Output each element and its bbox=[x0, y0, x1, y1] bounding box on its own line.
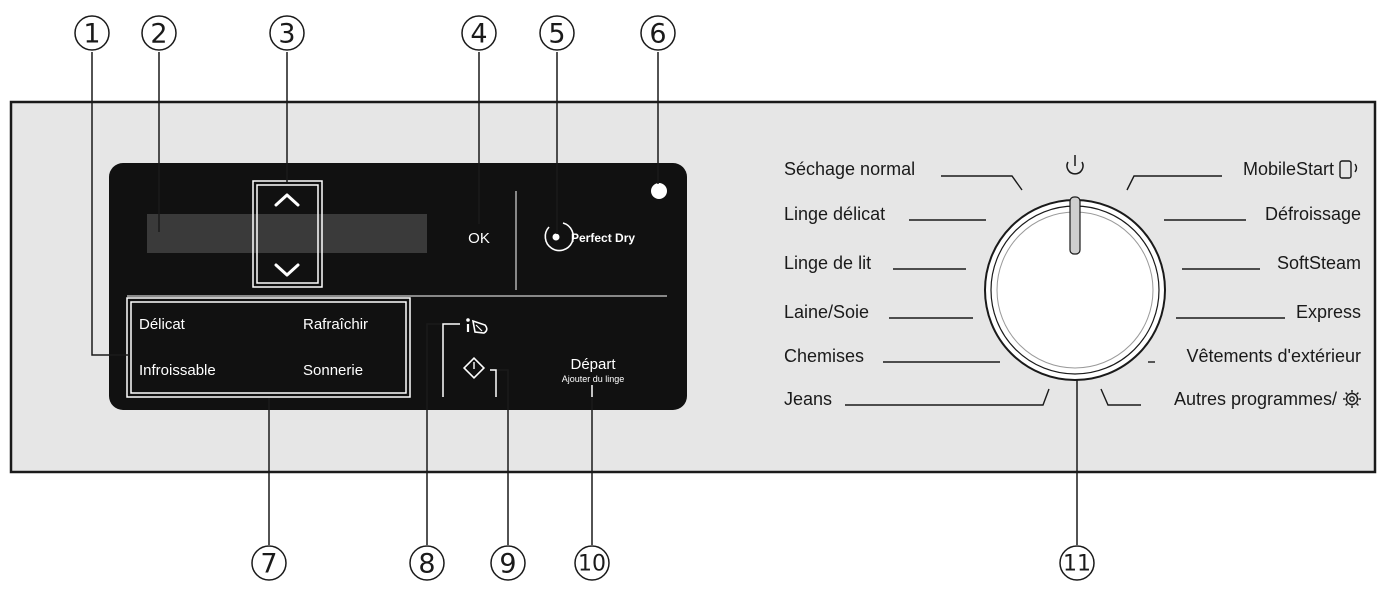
power-icon bbox=[1066, 155, 1084, 175]
option-rafraichir-button[interactable]: Rafraîchir bbox=[303, 316, 368, 333]
callout-6: 6 bbox=[649, 19, 666, 50]
arrow-down-button[interactable] bbox=[274, 263, 300, 277]
callout-5: 5 bbox=[548, 19, 565, 50]
program-sechage-normal[interactable]: Séchage normal bbox=[784, 159, 915, 179]
settings-gear-icon bbox=[1343, 390, 1361, 408]
callout-3: 3 bbox=[278, 19, 295, 50]
callout-1: 1 bbox=[83, 19, 100, 50]
mobile-start-icon bbox=[1339, 160, 1358, 179]
option-delicat-button[interactable]: Délicat bbox=[139, 316, 186, 333]
callout-4: 4 bbox=[470, 19, 487, 50]
reservoir-icon bbox=[466, 318, 488, 334]
chevron-up-icon bbox=[274, 193, 300, 207]
option-buttons-outer-frame bbox=[126, 297, 411, 398]
option-infroissable-button[interactable]: Infroissable bbox=[139, 362, 216, 379]
chevron-down-icon bbox=[274, 263, 300, 277]
option-sonnerie-button[interactable]: Sonnerie bbox=[303, 362, 363, 379]
perfect-dry-indicator: Perfect Dry bbox=[544, 222, 635, 252]
start-button[interactable] bbox=[462, 356, 486, 380]
display-window bbox=[147, 214, 427, 253]
callout-7: 7 bbox=[260, 549, 277, 580]
program-chemises[interactable]: Chemises bbox=[784, 346, 864, 366]
program-dial[interactable] bbox=[984, 196, 1166, 381]
indicator-led-icon bbox=[651, 183, 667, 199]
program-vetements-exterieur[interactable]: Vêtements d'extérieur bbox=[1186, 346, 1361, 366]
callout-11: 11 bbox=[1063, 552, 1091, 577]
program-linge-delicat[interactable]: Linge délicat bbox=[784, 204, 885, 224]
callout-10: 10 bbox=[578, 552, 606, 577]
program-mobilestart[interactable]: MobileStart bbox=[1243, 159, 1334, 179]
right-program-leaders bbox=[1100, 175, 1285, 406]
perfect-dry-label: Perfect Dry bbox=[571, 231, 635, 245]
program-defroissage[interactable]: Défroissage bbox=[1265, 204, 1361, 224]
callout-leader-lines bbox=[91, 52, 1078, 545]
start-label: Départ bbox=[570, 356, 616, 373]
program-softsteam[interactable]: SoftSteam bbox=[1277, 253, 1361, 273]
option-buttons-frame bbox=[130, 301, 407, 394]
ok-button[interactable]: OK bbox=[468, 230, 490, 247]
callout-8: 8 bbox=[418, 549, 435, 580]
program-express[interactable]: Express bbox=[1296, 302, 1361, 322]
callout-markers: 1 2 3 4 5 6 7 8 9 10 11 bbox=[74, 15, 1095, 581]
dial-pointer bbox=[1069, 196, 1081, 255]
callout-2: 2 bbox=[150, 19, 167, 50]
program-autres-programmes[interactable]: Autres programmes/ bbox=[1174, 389, 1337, 409]
start-sublabel: Ajouter du linge bbox=[562, 374, 625, 384]
arrow-up-button[interactable] bbox=[274, 193, 300, 207]
program-jeans[interactable]: Jeans bbox=[784, 389, 832, 409]
start-icon bbox=[462, 356, 486, 380]
program-linge-de-lit[interactable]: Linge de lit bbox=[784, 253, 871, 273]
arrow-buttons-frame bbox=[256, 184, 319, 284]
perfect-dry-icon bbox=[544, 222, 575, 252]
callout-9: 9 bbox=[499, 549, 516, 580]
left-program-leaders bbox=[845, 175, 1050, 406]
program-laine-soie[interactable]: Laine/Soie bbox=[784, 302, 869, 322]
